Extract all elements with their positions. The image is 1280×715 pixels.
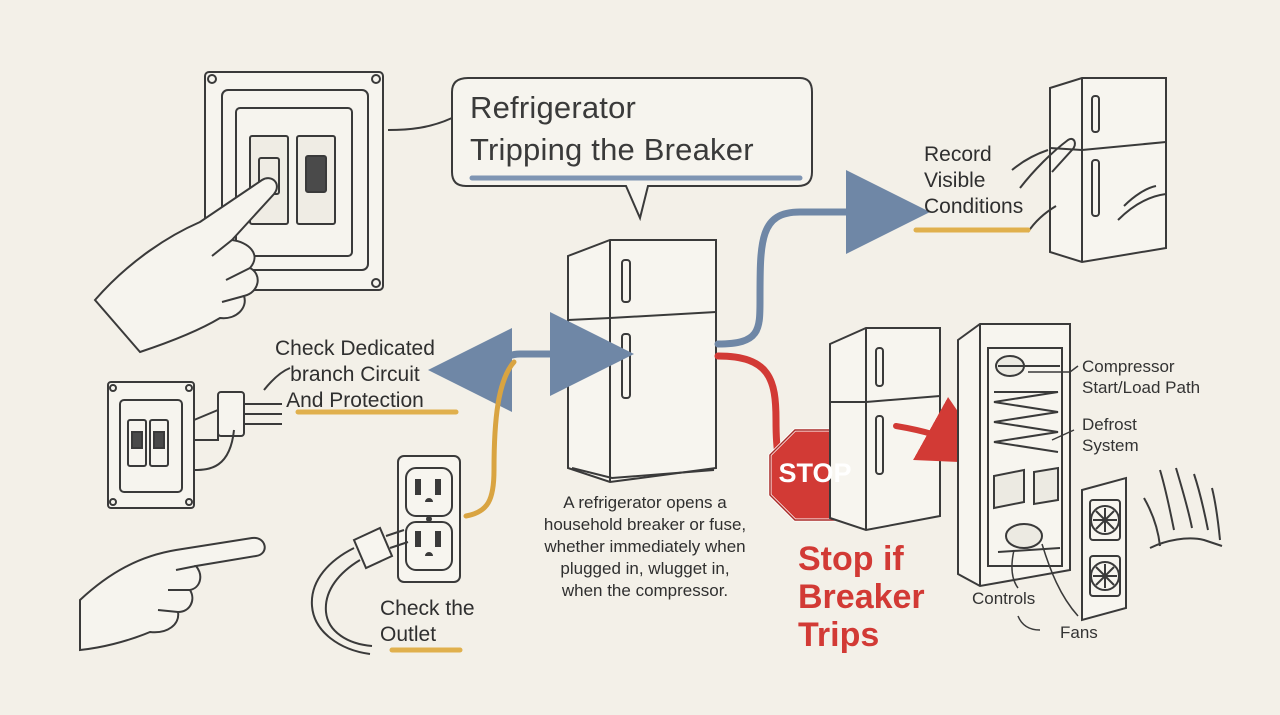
description-line-1: A refrigerator opens a: [563, 493, 727, 512]
defrost-line-1: Defrost: [1082, 415, 1137, 434]
refrigerator-icon: [829, 327, 941, 532]
description-line-2: household breaker or fuse,: [543, 515, 747, 534]
check-outlet-line-2: Outlet: [380, 623, 437, 646]
plug-icon: [310, 526, 409, 655]
check-outlet-line-1: Check the: [380, 597, 475, 620]
stop-warning-line-2: Breaker: [798, 578, 925, 616]
hand-pointing-icon: [1143, 467, 1223, 549]
check-outlet-label: Check the Outlet: [380, 596, 475, 648]
stop-warning-text: Stop if Breaker Trips: [798, 540, 925, 654]
controls-label: Controls: [972, 589, 1036, 608]
description-line-3: whether immediately when: [544, 537, 746, 556]
check-circuit-label: Check Dedicated branch Circuit And Prote…: [275, 336, 435, 414]
stop-warning-line-1: Stop if: [798, 540, 904, 578]
description-line-5: when the compressor.: [561, 581, 729, 600]
title-line-1: Refrigerator: [470, 90, 637, 125]
fans-label: Fans: [1060, 623, 1098, 642]
description-text: A refrigerator opens a household breaker…: [520, 492, 770, 602]
refrigerator-icon: [1049, 77, 1167, 264]
record-line-3: Conditions: [924, 195, 1024, 218]
title-bubble: [451, 77, 813, 222]
record-label: Record Visible Conditions: [924, 142, 1023, 220]
compressor-label: Compressor Start/Load Path: [1082, 356, 1200, 398]
outlet-icon: [397, 455, 461, 583]
check-circuit-line-1: Check Dedicated: [275, 337, 435, 360]
refrigerator-icon: [567, 239, 717, 484]
defrost-label: Defrost System: [1082, 414, 1139, 456]
stop-warning-line-3: Trips: [798, 616, 880, 654]
refrigerator-cutaway-icon: [957, 323, 1071, 588]
breaker-panel-icon: [107, 381, 282, 509]
check-circuit-line-2: branch Circuit: [290, 363, 420, 386]
compressor-line-1: Compressor: [1082, 357, 1175, 376]
defrost-line-2: System: [1082, 436, 1139, 455]
compressor-line-2: Start/Load Path: [1082, 378, 1201, 397]
hand-pointing-icon: [79, 536, 266, 652]
stop-sign-text: STOP: [778, 458, 852, 488]
fan-icon: [1081, 476, 1127, 622]
check-circuit-line-3: And Protection: [286, 389, 424, 412]
title-line-2: Tripping the Breaker: [470, 132, 754, 167]
hand-pointing-icon: [93, 177, 278, 354]
record-line-1: Record: [924, 143, 992, 166]
description-line-4: plugged in, wlugget in,: [560, 559, 730, 578]
record-line-2: Visible: [924, 169, 986, 192]
